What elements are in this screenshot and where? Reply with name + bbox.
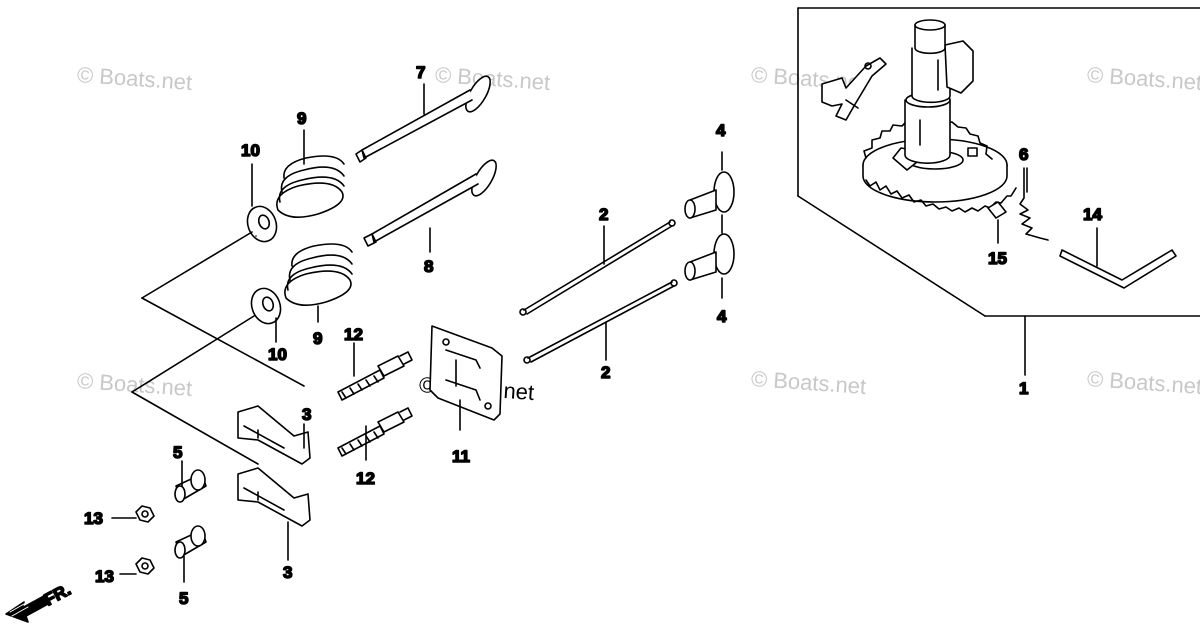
rocker-pivot-lower-drawing [174,525,207,583]
callout-13-lower: 13 [95,567,114,586]
callout-13-upper: 13 [84,509,103,528]
valve-part-8-drawing [363,159,497,247]
spring-part-6-drawing [1019,167,1049,241]
callout-12-lower: 12 [356,469,375,488]
camshaft-gear-drawing [862,19,1017,213]
nut-upper-drawing [111,505,155,523]
push-rod-lower-drawing [523,279,678,364]
callout-6: 6 [1019,145,1028,164]
lifter-lower-drawing [684,233,735,299]
callout-15: 15 [988,249,1007,268]
callout-2-lower: 2 [601,363,610,382]
rocker-arm-upper-drawing [237,405,311,465]
callout-2-upper: 2 [599,205,608,224]
callout-1: 1 [1019,379,1028,398]
stud-upper-drawing [337,342,413,401]
push-rod-upper-drawing [519,219,676,316]
rocker-pivot-upper-drawing [174,460,207,503]
retainer-lower-drawing [250,287,282,325]
rocker-arm-lower-drawing [237,467,311,561]
callout-4-upper: 4 [716,121,726,140]
group-leader-lines [131,231,305,465]
callout-3-upper: 3 [302,405,311,424]
callout-11: 11 [452,447,470,466]
wrench-part-14-drawing [1059,227,1177,289]
lifter-upper-drawing [684,151,735,234]
retainer-upper-drawing [246,205,278,243]
front-direction-arrow-icon [5,595,49,623]
callout-8: 8 [424,257,433,276]
callout-10-upper: 10 [241,141,260,160]
decompressor-weight-drawing [821,57,887,121]
callout-3-lower: 3 [283,563,292,582]
pin-part-15-drawing [987,201,1007,244]
callout-4-lower: 4 [717,307,727,326]
valve-spring-upper-drawing [276,155,345,218]
valve-part-7-drawing [355,75,491,163]
callout-leader-lines [181,83,607,463]
callout-10-lower: 10 [268,345,287,364]
valve-spring-lower-drawing [284,243,353,306]
camshaft-assembly-box [797,7,1200,376]
callout-12-upper: 12 [344,325,363,344]
callout-5-lower: 5 [179,589,188,608]
guide-plate-drawing [429,325,503,431]
callout-9-upper: 9 [297,109,306,128]
stud-lower-drawing [337,407,413,461]
callout-7: 7 [416,63,425,82]
nut-lower-drawing [119,557,155,575]
callout-9-lower: 9 [313,329,322,348]
callout-14: 14 [1083,205,1102,224]
callout-5-upper: 5 [173,443,182,462]
